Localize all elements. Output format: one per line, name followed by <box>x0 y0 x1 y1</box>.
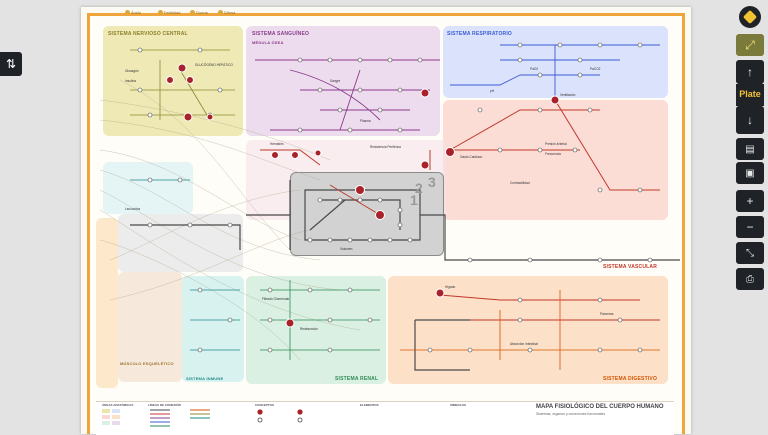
legend-heading-symbols: SÍMBOLOS <box>450 403 467 407</box>
node-label: Contractilidad <box>510 181 530 185</box>
node-label: Leucocitos <box>125 207 141 211</box>
top-tag-difusa: Difusa <box>218 10 235 16</box>
top-tag-diurna: Diurna <box>190 10 208 16</box>
center-number-1: 1 <box>410 192 418 208</box>
label-renal: SISTEMA RENAL <box>335 376 379 382</box>
info-button[interactable]: ▤ <box>736 138 764 160</box>
download-button[interactable]: ⎙ <box>736 268 764 290</box>
expand-icon: ⤢ <box>745 37 755 52</box>
region-immune <box>182 276 244 382</box>
region-musculo <box>118 272 182 382</box>
node-label: Presión Arterial <box>545 142 567 146</box>
label-nervous: SISTEMA NERVIOSO CENTRAL <box>108 31 188 37</box>
label-blood-sub: MÉDULA ÓSEA <box>252 40 284 45</box>
node-label: GLUCÓGENO HEPÁTICO <box>195 62 233 67</box>
label-circulatory: SISTEMA VASCULAR <box>603 264 658 270</box>
node-label: Filtrado Glomerular <box>262 297 290 301</box>
region-circulatory <box>443 100 668 220</box>
node-label: Hígado <box>445 285 456 289</box>
file-icon: ⎙ <box>746 273 754 285</box>
fit-view-button[interactable]: ⤢ <box>736 34 764 56</box>
label-respiratory: SISTEMA RESPIRATORIO <box>447 31 513 37</box>
label-digestive: SISTEMA DIGESTIVO <box>603 376 658 382</box>
document-icon: ▤ <box>745 143 755 155</box>
label-immune: SISTEMA INMUNE <box>186 376 224 381</box>
sliders-icon: ⇅ <box>5 57 17 71</box>
node-label: Reabsorción <box>300 327 318 331</box>
center-number-3: 3 <box>428 174 436 190</box>
node-label: Gasto Cardíaco <box>460 155 483 159</box>
node-label: Absorción Intestinal <box>510 342 538 346</box>
node-label: Hematíes <box>270 142 284 146</box>
top-tag-acido: Ácido <box>125 10 141 16</box>
legend-subtitle: Sistemas, órganos y conexiones funcional… <box>536 412 606 416</box>
label-blood: SISTEMA SANGUÍNEO <box>252 31 310 37</box>
node-label: Páncreas <box>600 312 614 316</box>
arrow-down-icon: ↓ <box>747 113 753 127</box>
minus-icon: − <box>746 220 754 234</box>
region-digestive <box>388 276 668 384</box>
app-logo[interactable] <box>739 6 761 28</box>
node-label: pH <box>490 89 495 93</box>
region-left-cyan <box>103 162 193 214</box>
node-label: Frecuencia <box>545 152 561 156</box>
zoom-in-button[interactable]: + <box>736 190 764 212</box>
region-left-strip <box>96 218 118 388</box>
sidebar-toggle-button[interactable]: ⇅ <box>0 52 22 76</box>
legend-title: MAPA FISIOLÓGICO DEL CUERPO HUMANO <box>536 404 664 410</box>
fullscreen-button[interactable]: ⤡ <box>736 242 764 264</box>
right-toolbar: ⤢ ↑ Plate ↓ ▤ ▣ + − ⤡ ⎙ <box>732 0 768 434</box>
arrow-up-icon: ↑ <box>747 65 753 79</box>
node-label: Glucagón <box>125 69 139 73</box>
plate-indicator <box>736 84 764 106</box>
legend-heading-elements: ELEMENTOS <box>360 403 379 407</box>
region-respiratory <box>443 26 668 98</box>
layers-icon: ▣ <box>745 167 755 179</box>
next-plate-button[interactable]: ↓ <box>736 106 764 134</box>
node-label: Sangre <box>330 79 341 83</box>
zoom-out-button[interactable]: − <box>736 216 764 238</box>
center-number-2: 2 <box>415 180 423 196</box>
plus-icon: + <box>746 194 754 208</box>
layers-button[interactable]: ▣ <box>736 162 764 184</box>
node-label: PaO2 <box>530 67 538 71</box>
fullscreen-icon: ⤡ <box>746 247 754 259</box>
node-label: PaCO2 <box>590 67 601 71</box>
node-label: Ventilación <box>560 93 576 97</box>
previous-plate-button[interactable]: ↑ <box>736 60 764 84</box>
node-label: Plasma <box>360 119 371 123</box>
node-label: Volumen <box>340 247 353 251</box>
node-label: Insulina <box>125 79 136 83</box>
label-musculo: MÚSCULO ESQUELÉTICO <box>120 361 174 366</box>
legend-heading-concepts: CONCEPTOS <box>255 403 274 407</box>
top-tag-fertilidad: Fertilidad <box>158 10 180 16</box>
legend-heading-areas: ÁREAS ANATÓMICAS <box>102 403 134 407</box>
node-label: Resistencia Periférica <box>370 145 401 149</box>
plate-label: Plate <box>739 89 761 99</box>
diamond-logo-icon <box>742 9 758 25</box>
region-blood <box>246 26 440 136</box>
legend-heading-lines: LÍNEAS DE CONEXIÓN <box>148 403 181 407</box>
